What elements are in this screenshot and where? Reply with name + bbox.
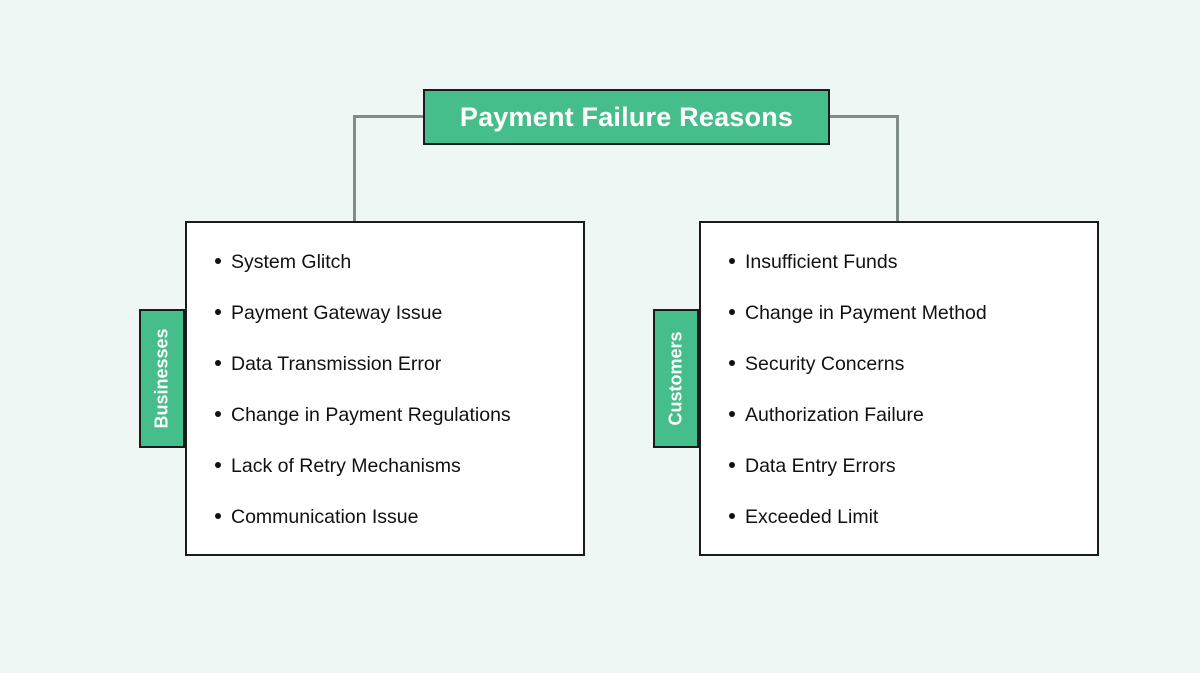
list-item: Payment Gateway Issue (215, 303, 583, 355)
connector-left-horizontal (353, 115, 425, 118)
bullet-icon (215, 462, 221, 468)
panel-businesses: System Glitch Payment Gateway Issue Data… (185, 221, 585, 556)
list-item: Lack of Retry Mechanisms (215, 456, 583, 508)
tab-businesses-label: Businesses (151, 328, 172, 429)
list-item: Authorization Failure (729, 405, 1097, 457)
bullet-icon (215, 309, 221, 315)
connector-right-horizontal (828, 115, 899, 118)
list-item: Insufficient Funds (729, 252, 1097, 304)
list-item: Change in Payment Method (729, 303, 1097, 355)
list-item: Change in Payment Regulations (215, 405, 583, 457)
bullet-icon (215, 411, 221, 417)
panel-customers: Insufficient Funds Change in Payment Met… (699, 221, 1099, 556)
bullet-icon (215, 360, 221, 366)
tab-customers-label: Customers (665, 331, 686, 426)
bullet-icon (729, 258, 735, 264)
bullet-icon (729, 360, 735, 366)
tab-businesses: Businesses (139, 309, 185, 448)
list-item: Data Entry Errors (729, 456, 1097, 508)
list-customers: Insufficient Funds Change in Payment Met… (701, 223, 1097, 559)
connector-right-vertical (896, 115, 899, 223)
bullet-icon (729, 513, 735, 519)
diagram-title-text: Payment Failure Reasons (459, 101, 794, 132)
connector-left-vertical (353, 115, 356, 223)
list-item: Security Concerns (729, 354, 1097, 406)
list-item: Exceeded Limit (729, 507, 1097, 559)
list-businesses: System Glitch Payment Gateway Issue Data… (187, 223, 583, 559)
bullet-icon (215, 513, 221, 519)
bullet-icon (729, 411, 735, 417)
list-item: Communication Issue (215, 507, 583, 559)
list-item: Data Transmission Error (215, 354, 583, 406)
bullet-icon (215, 258, 221, 264)
bullet-icon (729, 309, 735, 315)
list-item: System Glitch (215, 252, 583, 304)
diagram-title-node: Payment Failure Reasons (423, 89, 830, 145)
bullet-icon (729, 462, 735, 468)
tab-customers: Customers (653, 309, 699, 448)
